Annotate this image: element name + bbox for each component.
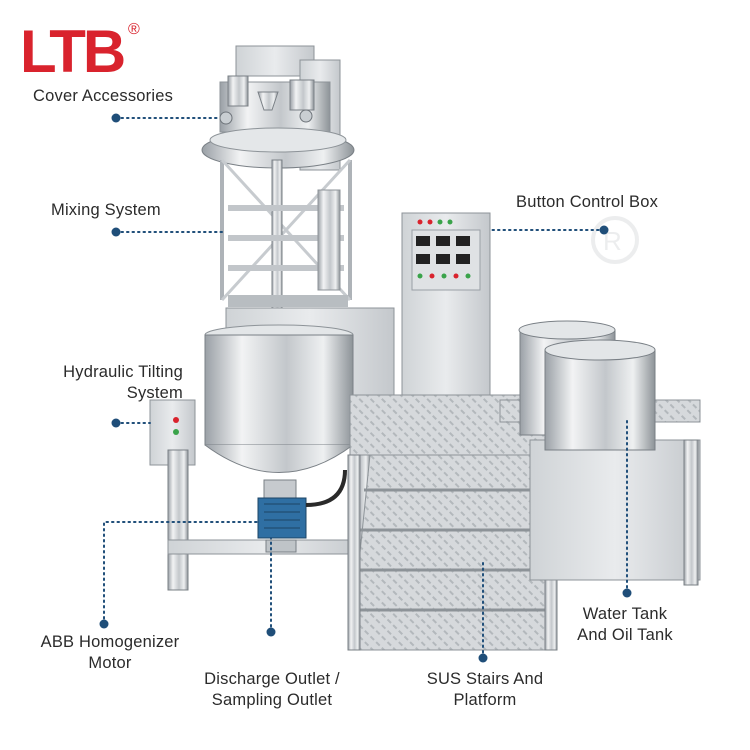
label-water-oil-tank: Water Tank And Oil Tank — [562, 604, 688, 646]
label-hydraulic-tilting: Hydraulic Tilting System — [30, 362, 183, 404]
label-sus-stairs: SUS Stairs And Platform — [408, 669, 562, 711]
label-sus-stairs-line2: Platform — [453, 691, 517, 709]
homogenizer-motor-art — [257, 469, 347, 553]
mixing-system-art — [220, 158, 352, 311]
ltb-logo-icon: LTB ® — [20, 18, 140, 85]
label-water-oil-line1: Water Tank — [582, 605, 668, 623]
logo-text: LTB — [20, 18, 124, 78]
label-discharge-line1: Discharge Outlet / — [204, 670, 340, 688]
label-abb-homogenizer-line2: Motor — [88, 654, 132, 672]
callout-dot-icon — [622, 588, 632, 598]
callout-dot-icon — [266, 627, 276, 637]
callout-dot-icon — [111, 227, 121, 237]
callout-dot-icon — [111, 113, 121, 123]
control-box-art — [401, 212, 491, 399]
label-hydraulic-tilting-line2: System — [126, 384, 183, 402]
label-discharge-outlet: Discharge Outlet / Sampling Outlet — [186, 669, 358, 711]
label-button-control-box: Button Control Box — [516, 193, 659, 211]
callout-dot-icon — [99, 619, 109, 629]
watermark-icon: R — [591, 216, 639, 264]
label-hydraulic-tilting-line1: Hydraulic Tilting — [63, 363, 183, 381]
label-water-oil-line2: And Oil Tank — [577, 626, 673, 644]
svg-text:R: R — [603, 226, 622, 256]
cover-accessories-art — [201, 45, 355, 171]
callout-dot-icon — [599, 225, 609, 235]
label-cover-accessories: Cover Accessories — [33, 87, 174, 105]
callout-dot-icon — [111, 418, 121, 428]
callout-leaders — [103, 117, 628, 659]
label-abb-homogenizer-line1: ABB Homogenizer — [40, 633, 180, 651]
label-abb-homogenizer: ABB Homogenizer Motor — [22, 632, 198, 674]
label-sus-stairs-line1: SUS Stairs And — [426, 670, 544, 688]
registered-mark-icon: ® — [128, 21, 140, 38]
label-mixing-system: Mixing System — [51, 201, 161, 219]
label-discharge-line2: Sampling Outlet — [211, 691, 333, 709]
callout-dots — [99, 113, 632, 663]
water-oil-tanks-art — [499, 320, 701, 586]
leader-abb-motor — [103, 521, 259, 625]
brand-logo: LTB ® — [20, 14, 160, 85]
callout-dot-icon — [478, 653, 488, 663]
